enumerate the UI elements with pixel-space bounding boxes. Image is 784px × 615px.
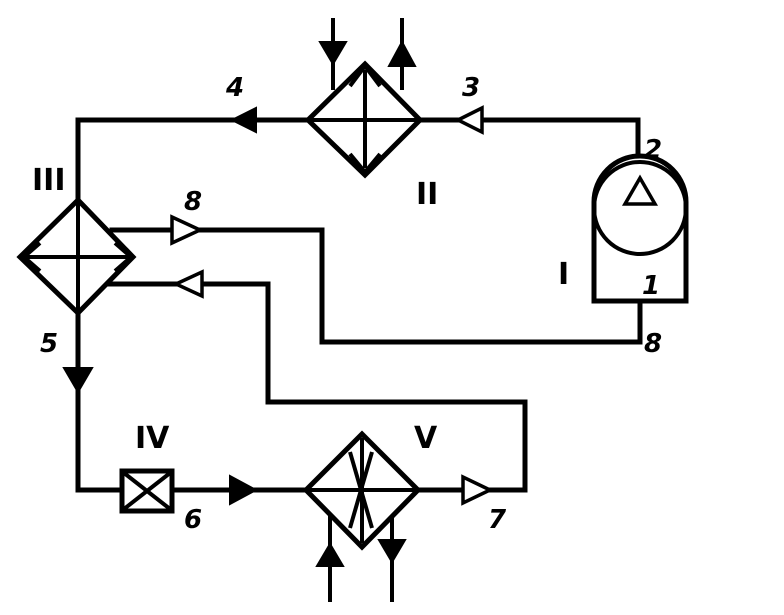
pipe-regenerator-to-compressor xyxy=(109,227,643,345)
pipe-regenerator-to-throttle xyxy=(75,310,123,493)
point-6: 6 xyxy=(184,505,202,535)
regenerator xyxy=(16,196,137,317)
point-3: 3 xyxy=(462,73,480,103)
point-1: 1 xyxy=(642,271,660,301)
flow-arrow-open-return xyxy=(171,269,204,299)
flow-arrow-filled-4 xyxy=(229,106,257,134)
label-throttle: IV xyxy=(135,421,170,456)
label-evaporator: V xyxy=(414,421,438,456)
label-regenerator: III xyxy=(32,163,66,198)
point-4: 4 xyxy=(225,73,244,103)
condenser xyxy=(304,18,424,179)
evaporator xyxy=(302,430,422,602)
point-5: 5 xyxy=(40,329,58,359)
point-2: 2 xyxy=(644,135,662,165)
point-8-top: 8 xyxy=(184,187,202,217)
flow-arrow-open-7 xyxy=(461,474,495,506)
throttle-valve xyxy=(119,468,175,514)
point-7: 7 xyxy=(488,505,507,535)
flow-arrow-filled-5 xyxy=(62,367,94,394)
flow-arrow-filled-6 xyxy=(229,474,259,506)
compressor xyxy=(591,153,689,304)
pipe-evaporator-to-regenerator xyxy=(105,281,528,493)
label-compressor: I xyxy=(558,257,569,292)
label-condenser: II xyxy=(416,177,438,212)
point-8-bottom: 8 xyxy=(644,329,662,359)
pipe-compressor-to-condenser xyxy=(417,117,641,163)
flow-arrow-open-8 xyxy=(170,214,205,246)
flow-arrow-open-3 xyxy=(454,105,484,135)
